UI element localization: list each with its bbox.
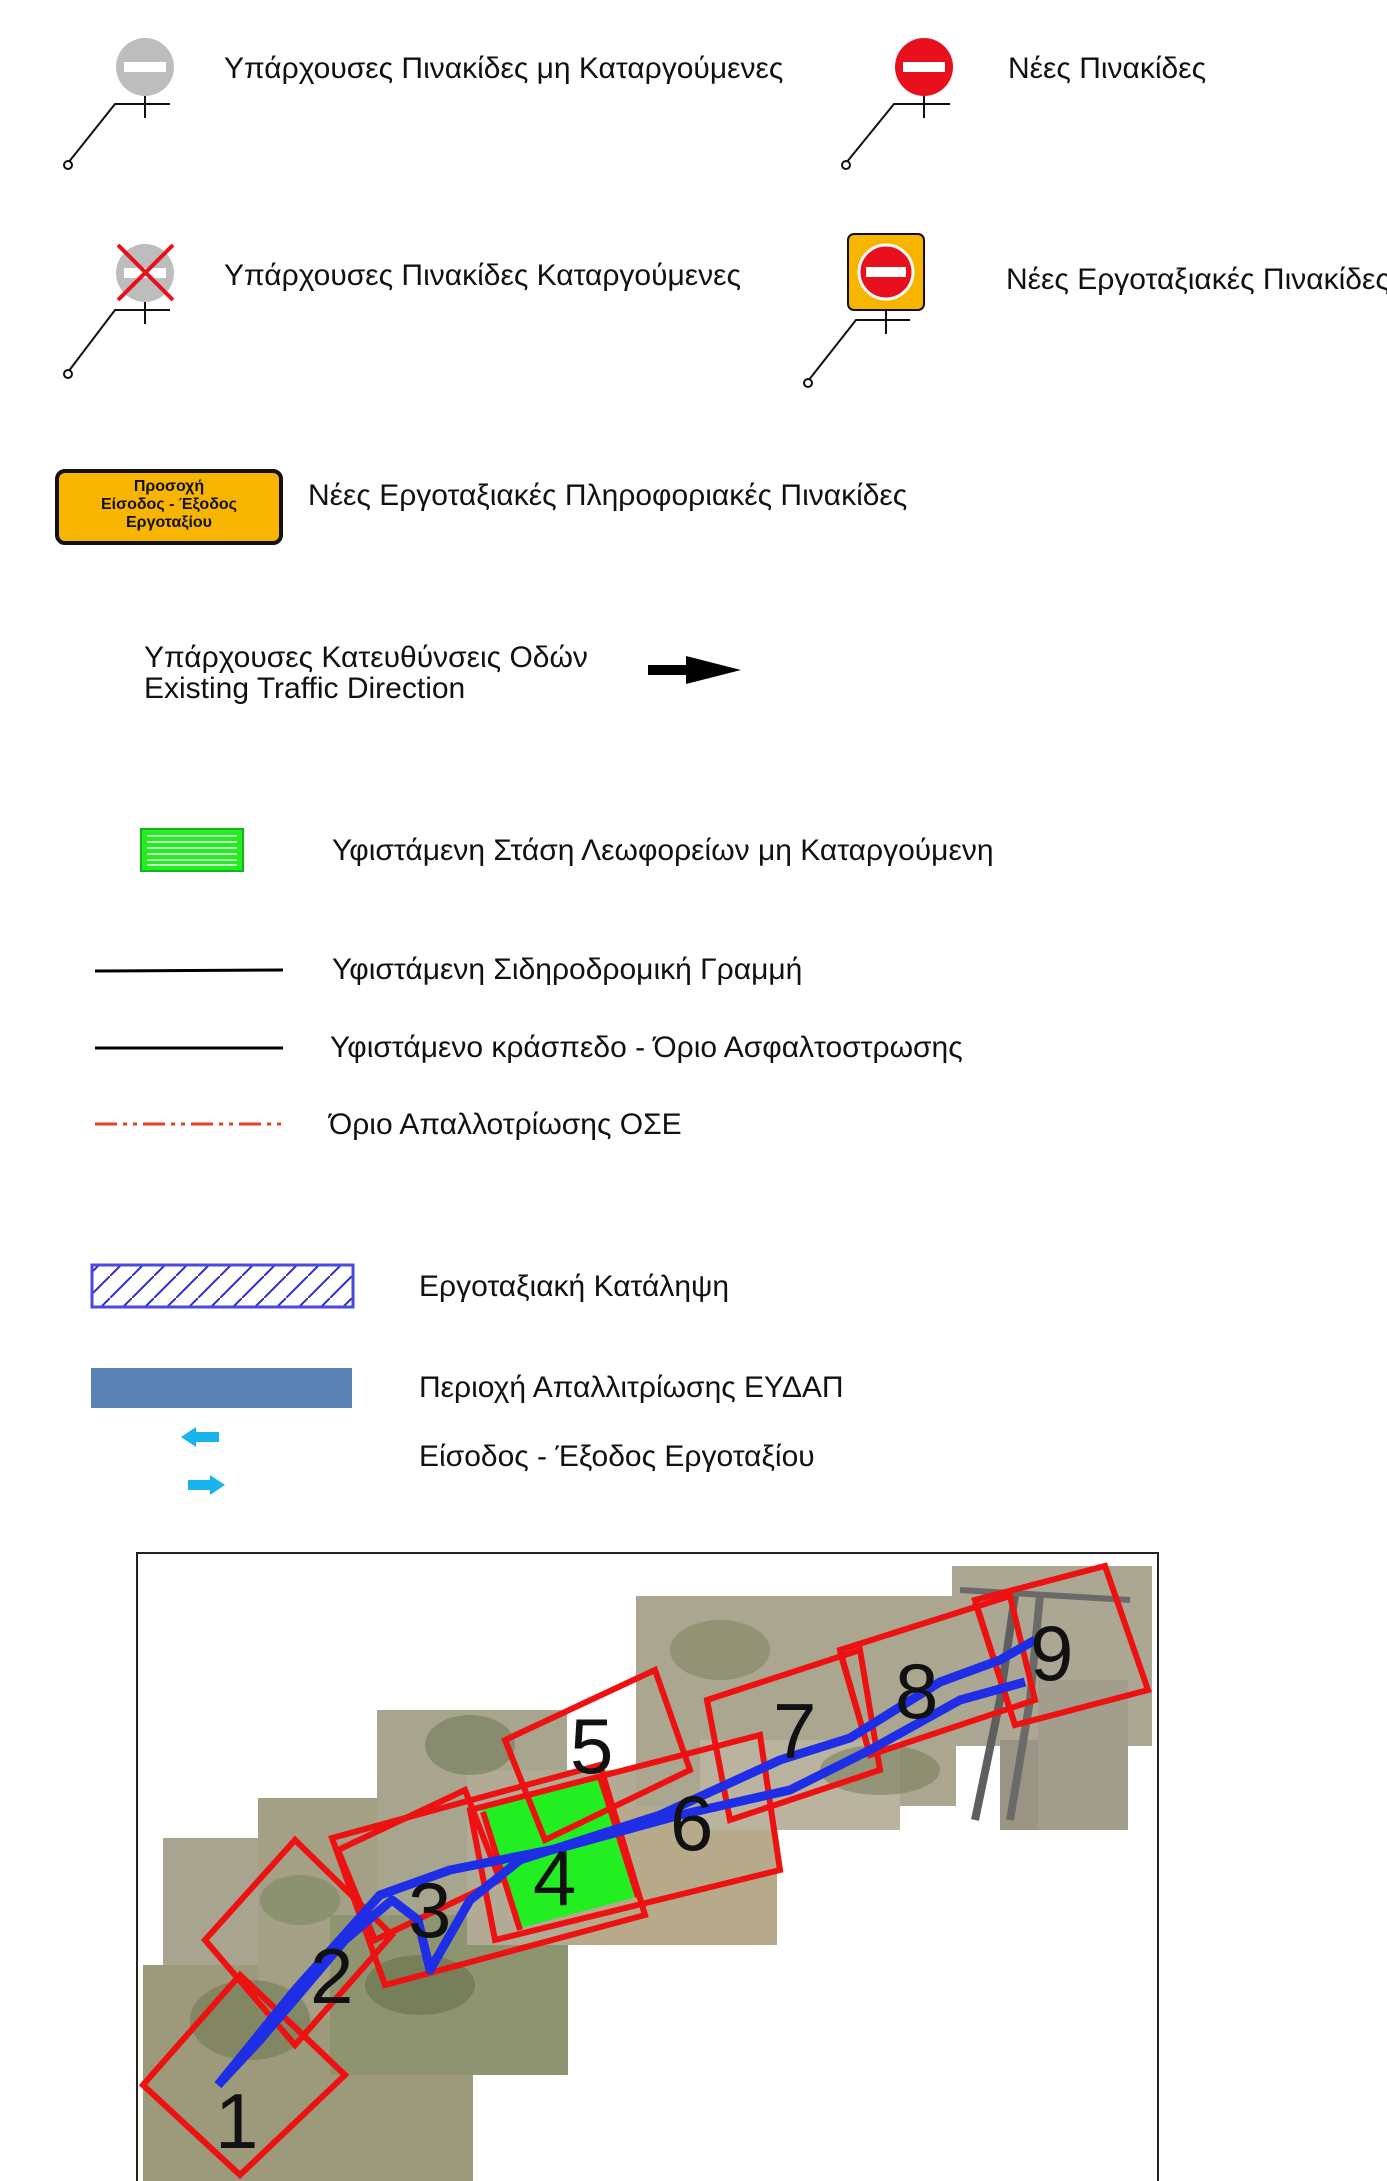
map-sheet-number: 3 [408,1866,451,1954]
legend-label-ose-boundary: Όριο Απαλλοτρίωσης ΟΣΕ [329,1108,682,1141]
legend-label-new-worksite-signs: Νέες Εργοταξιακές Πινακίδες [1006,263,1387,296]
legend-label-eydap-area: Περιοχή Απαλλιτρίωσης ΕΥΔΑΠ [419,1371,844,1404]
info-sign-line: Είσοδος - Έξοδος [101,496,237,513]
worksite-info-sign-icon [55,469,283,545]
info-sign-line: Προσοχή [133,478,205,495]
bus-stop-symbol [140,828,244,872]
map-sheet-number: 6 [670,1779,713,1867]
legend-label-existing-signs-kept: Υπάρχουσες Πινακίδες μη Καταργούμενες [224,52,784,85]
legend-label-traffic-direction-en: Existing Traffic Direction [144,672,466,705]
worksite-occupation-symbol [90,1263,355,1309]
info-sign-board-text: Προσοχή Είσοδος - Έξοδος Εργοταξίου [57,478,281,532]
railway-line-symbol [94,968,284,973]
existing-sign-kept-icon [63,38,174,170]
map-sheet-number: 1 [215,2077,258,2165]
legend-label-existing-signs-removed: Υπάρχουσες Πινακίδες Καταργούμενες [224,259,742,292]
legend-label-worksite-occupation: Εργοταξιακή Κατάληψη [419,1270,730,1303]
info-sign-line: Εργοταξίου [126,514,212,531]
legend-label-railway-line: Υφιστάμενη Σιδηροδρομική Γραμμή [332,953,803,986]
map-sheet-number: 2 [310,1932,353,2020]
map-sheet-number: 7 [773,1687,816,1775]
legend-label-worksite-entry-exit: Είσοδος - Έξοδος Εργοταξίου [419,1440,815,1473]
traffic-direction-arrow-icon [648,656,741,684]
map-sheet-number: 8 [895,1647,938,1735]
legend-label-traffic-direction-gr: Υπάρχουσες Κατευθύνσεις Οδών [144,641,588,674]
existing-sign-removed-icon [63,243,175,379]
entry-exit-arrows-icon [181,1427,225,1495]
eydap-area-symbol [91,1368,352,1408]
map-sheet-number: 9 [1030,1609,1073,1697]
new-worksite-sign-icon [803,233,925,388]
map-sheet-number: 5 [570,1702,613,1790]
legend-label-bus-stop: Υφιστάμενη Στάση Λεωφορείων μη Καταργούμ… [332,834,994,867]
legend-label-new-worksite-info-signs: Νέες Εργοταξιακές Πληροφοριακές Πινακίδε… [308,479,908,512]
overview-map: 1 2 3 4 5 6 7 8 9 [136,1552,1159,2181]
new-sign-icon [841,38,953,170]
legend-label-curb: Υφιστάμενο κράσπεδο - Όριο Ασφαλτοστρωση… [330,1031,963,1064]
map-sheet-number: 4 [533,1834,576,1922]
legend-label-new-signs: Νέες Πινακίδες [1008,52,1207,85]
